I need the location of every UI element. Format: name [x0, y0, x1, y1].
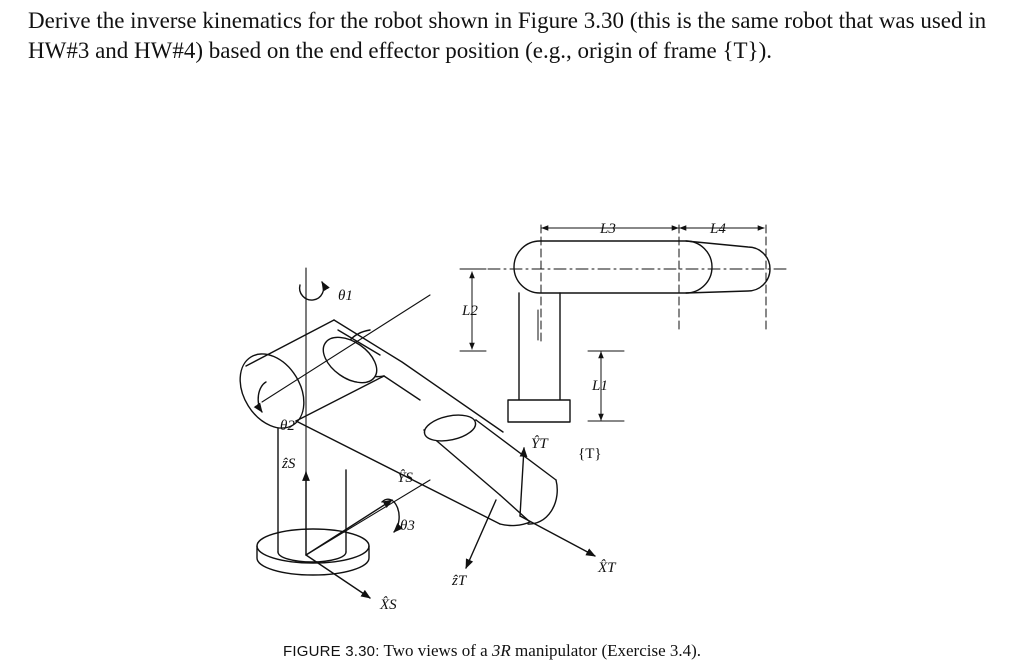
theta1-label: θ1 [338, 288, 353, 304]
l3-label: L3 [599, 221, 616, 237]
theta2-rotation-icon [253, 381, 267, 413]
yt-label: ŶT [531, 435, 549, 452]
yt-arrow [519, 447, 528, 517]
question-text: Derive the inverse kinematics for the ro… [28, 8, 987, 63]
right-view-robot [459, 224, 791, 423]
figure-caption-italic: 3R [491, 641, 511, 660]
xs-label: X̂S [379, 597, 397, 613]
top-capsule-link [513, 240, 713, 294]
figure-caption-label: FIGURE 3.30: [283, 643, 380, 660]
theta1-rotation-icon [298, 281, 330, 301]
figure-caption: FIGURE 3.30: Two views of a 3R manipulat… [283, 641, 701, 661]
ys-arrow [305, 499, 393, 556]
figure-caption-after: manipulator (Exercise 3.4). [510, 641, 702, 660]
forearm-link [423, 414, 558, 527]
xs-arrow [305, 554, 371, 599]
zs-label: ẑS [281, 456, 296, 472]
xt-arrow [519, 515, 596, 557]
theta3-rotation-icon [381, 498, 403, 533]
vertical-column [518, 292, 561, 401]
theta3-label: θ3 [400, 518, 415, 534]
l4-label: L4 [709, 221, 726, 237]
ys-label: ŶS [397, 469, 413, 486]
l2-label: L2 [461, 303, 478, 319]
frame-t-label: {T} [578, 446, 602, 462]
left-view-robot [239, 267, 596, 599]
zt-label: ẑT [451, 573, 468, 589]
xt-label: X̂T [597, 560, 617, 576]
column-base-plate [507, 399, 571, 423]
theta2-label: θ2 [280, 418, 295, 434]
base-plate [256, 528, 370, 576]
l1-label: L1 [591, 378, 608, 394]
figure-caption-before: Two views of a [379, 641, 492, 660]
zt-arrow [465, 499, 497, 569]
base-pillar [277, 409, 347, 563]
upper-arm-link [239, 319, 504, 525]
